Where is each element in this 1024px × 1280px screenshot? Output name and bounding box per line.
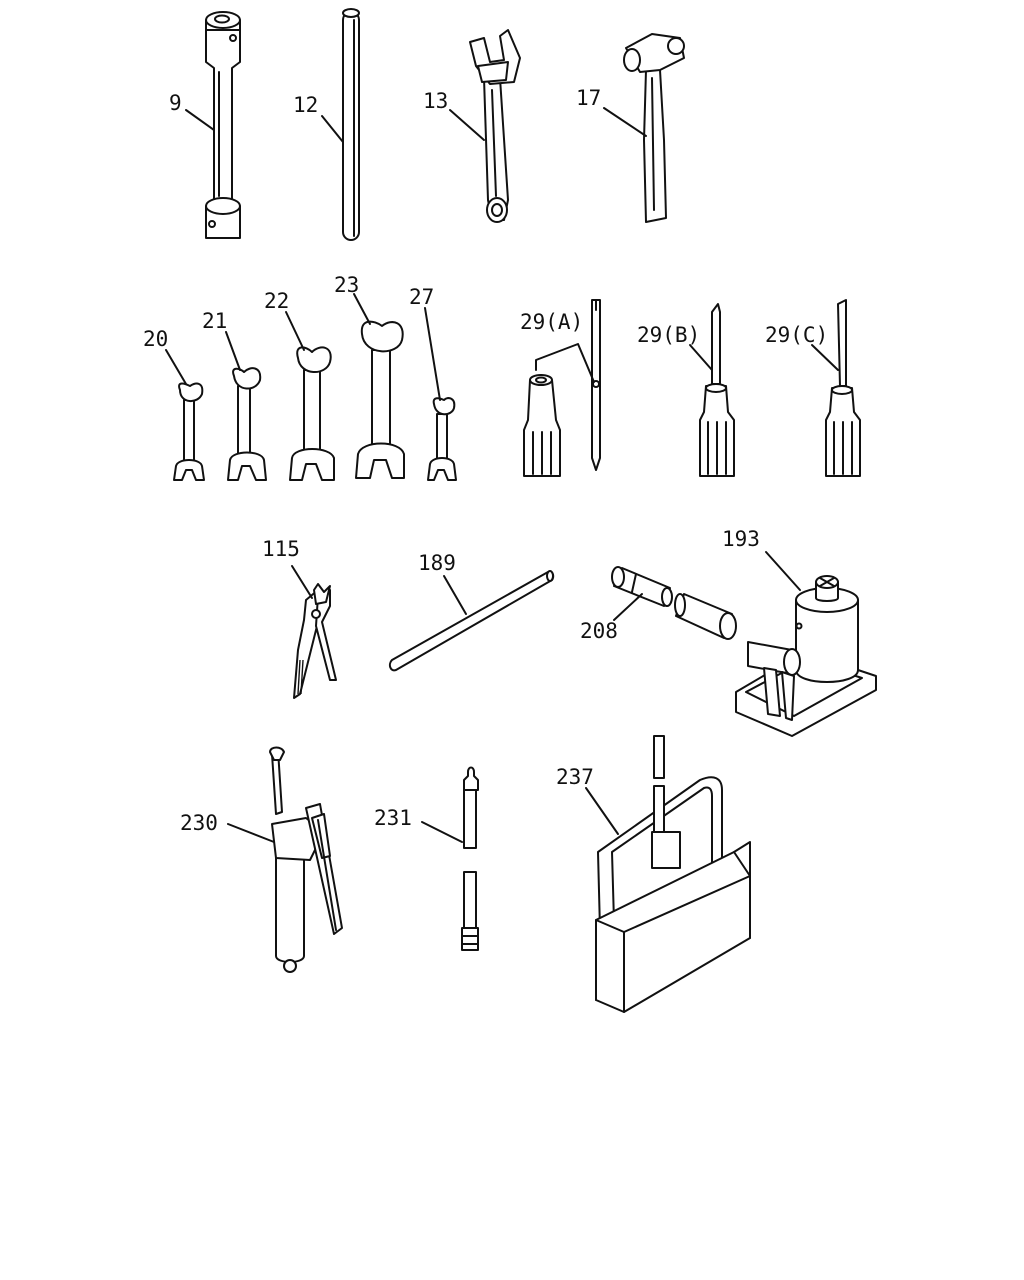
leader-23 bbox=[353, 293, 371, 325]
callout-115: 115 bbox=[262, 537, 300, 561]
leader-237 bbox=[585, 787, 619, 835]
callout-27: 27 bbox=[409, 285, 434, 309]
leader-9 bbox=[185, 109, 215, 131]
callout-21: 21 bbox=[202, 309, 227, 333]
callout-208: 208 bbox=[580, 619, 618, 643]
callout-22: 22 bbox=[264, 289, 289, 313]
callout-193: 193 bbox=[722, 527, 760, 551]
callout-23: 23 bbox=[334, 273, 359, 297]
callout-29a: 29(A) bbox=[520, 310, 583, 334]
part-115-pliers bbox=[293, 583, 337, 699]
leader-189 bbox=[443, 575, 467, 615]
part-208-jack-handle bbox=[611, 566, 737, 640]
leader-115 bbox=[291, 565, 313, 599]
leader-27 bbox=[424, 307, 441, 401]
part-27-spanner bbox=[427, 397, 457, 481]
part-12-bar bbox=[342, 8, 360, 241]
part-9-box-spanner bbox=[205, 11, 241, 239]
leader-29b bbox=[689, 344, 713, 371]
callout-29b: 29(B) bbox=[637, 323, 700, 347]
part-237-tool-bag bbox=[595, 735, 751, 1013]
leader-21 bbox=[225, 331, 241, 371]
part-23-spanner bbox=[355, 320, 405, 479]
leader-193 bbox=[765, 551, 801, 591]
part-17-hammer bbox=[623, 33, 685, 223]
part-230-grease-gun bbox=[269, 746, 343, 973]
part-29b-screwdriver bbox=[699, 303, 735, 477]
part-21-spanner bbox=[227, 367, 267, 481]
callout-9: 9 bbox=[169, 91, 182, 115]
leader-29c bbox=[811, 344, 839, 371]
callout-12: 12 bbox=[293, 93, 318, 117]
leader-29a bbox=[535, 343, 595, 383]
callout-237: 237 bbox=[556, 765, 594, 789]
leader-208 bbox=[613, 593, 643, 621]
part-193-bottle-jack bbox=[735, 575, 877, 737]
callout-13: 13 bbox=[423, 89, 448, 113]
leader-13 bbox=[449, 109, 485, 141]
leader-17 bbox=[603, 107, 647, 137]
part-20-spanner bbox=[173, 382, 205, 481]
leader-22 bbox=[285, 311, 305, 351]
callout-20: 20 bbox=[143, 327, 168, 351]
part-29a-screwdriver-set bbox=[523, 299, 601, 477]
callout-17: 17 bbox=[576, 86, 601, 110]
callout-189: 189 bbox=[418, 551, 456, 575]
callout-231: 231 bbox=[374, 806, 412, 830]
part-29c-screwdriver bbox=[825, 299, 861, 477]
part-231-extension-tube bbox=[461, 766, 479, 951]
leader-20 bbox=[165, 349, 187, 385]
part-22-spanner bbox=[289, 346, 335, 481]
leader-230 bbox=[227, 823, 275, 843]
callout-29c: 29(C) bbox=[765, 323, 828, 347]
leader-12 bbox=[321, 115, 344, 143]
part-189-rod bbox=[388, 570, 555, 672]
leader-231 bbox=[421, 821, 463, 843]
callout-230: 230 bbox=[180, 811, 218, 835]
part-13-adjustable-wrench bbox=[469, 29, 521, 223]
